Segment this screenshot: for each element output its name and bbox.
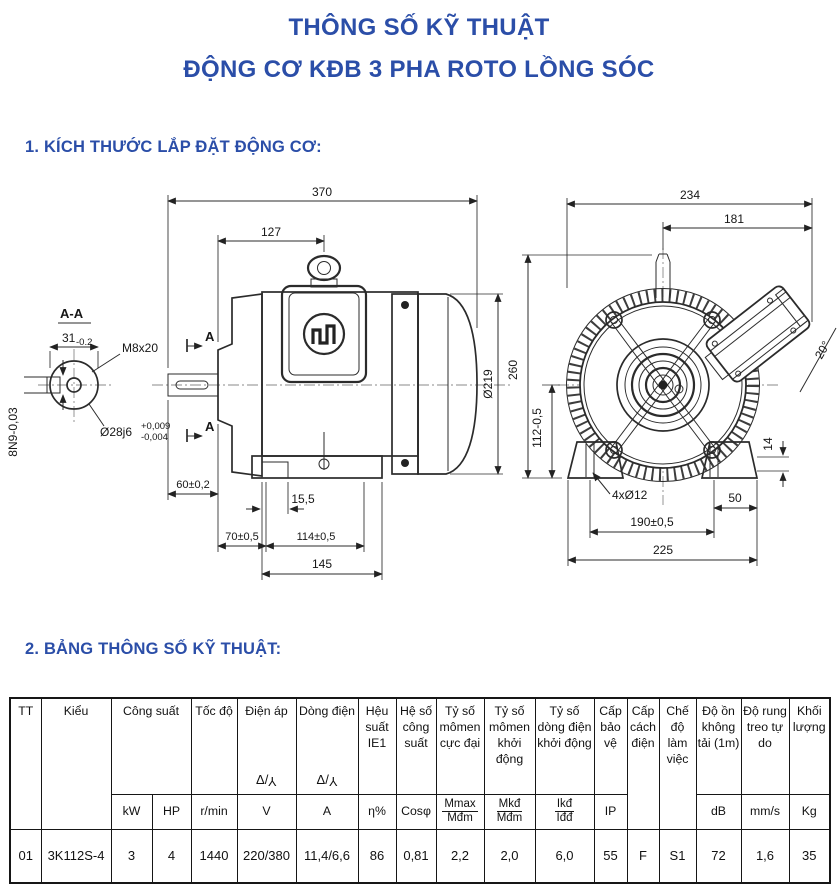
col-header-he-so-cong-suat: Hệ số công suất [395, 697, 437, 795]
dim-145: 145 [312, 557, 332, 571]
section-label: A-A [60, 306, 84, 321]
col-header-che-do-lam-viec: Chế độ làm việc [658, 697, 697, 830]
dim-70: 70±0,5 [225, 531, 259, 543]
delta-wye-symbol: Δ/Y [316, 772, 338, 789]
cell-noise: 72 [695, 829, 742, 884]
cell-ikd: 6,0 [534, 829, 595, 884]
unit-ip: IP [593, 794, 628, 830]
unit-kw: kW [110, 794, 153, 830]
cell-kw: 3 [110, 829, 153, 884]
dim-50: 50 [728, 491, 742, 505]
col-header-dong-dien: Dòng điện Δ/Y [295, 697, 359, 795]
dong-dien-label: Dòng điện [298, 704, 356, 718]
cell-mkd: 2,0 [483, 829, 536, 884]
col-header-khoi-luong: Khối lượng [788, 697, 831, 795]
unit-db: dB [695, 794, 742, 830]
col-header-tt: TT [9, 697, 42, 830]
dim-shaft-dia: Ø28j6 [100, 425, 132, 439]
dim-260: 260 [506, 360, 520, 380]
unit-eta: η% [357, 794, 397, 830]
dim-181: 181 [724, 212, 744, 226]
dim-keyway: 8N9-0,03 [6, 407, 20, 457]
dim-angle-20: 20° [812, 338, 833, 361]
dim-31-tol: -0.2 [76, 337, 92, 348]
cell-cos: 0,81 [395, 829, 437, 884]
col-header-toc-do: Tốc độ [190, 697, 238, 795]
unit-volt: V [236, 794, 297, 830]
dien-ap-label: Điện áp [245, 704, 288, 718]
dim-15-5: 15,5 [291, 492, 315, 506]
page-title: THÔNG SỐ KỸ THUẬT [288, 14, 550, 41]
col-header-cap-cach-dien: Cấp cách điện [626, 697, 660, 830]
section2-heading: 2. BẢNG THÔNG SỐ KỸ THUẬT: [25, 640, 282, 658]
unit-cos-phi: Cosφ [395, 794, 437, 830]
dim-31: 31 [62, 331, 76, 345]
terminal-box [704, 285, 811, 383]
col-header-cap-bao-ve: Cấp bảo vệ [593, 697, 628, 795]
lifting-eye-icon [306, 254, 342, 282]
cell-rpm: 1440 [190, 829, 238, 884]
unit-rpm: r/min [190, 794, 238, 830]
dim-shaft-tol-up: +0,009 [141, 421, 170, 432]
col-header-kieu: Kiểu [40, 697, 112, 830]
shaft-section-view: A-A 31 -0.2 8N9-0,03 M8x20 Ø28j6 +0,009 … [6, 306, 170, 457]
col-header-do-rung: Độ rung treo tự do [740, 697, 790, 795]
motor-front-view: 234 181 260 112-0,5 14 4xØ12 50 190±0,5 … [506, 188, 837, 566]
col-header-hieu-suat: Hệu suất IE1 [357, 697, 397, 795]
col-header-momen-khoi-dong: Tỷ số mômen khởi động [483, 697, 536, 795]
dim-14: 14 [761, 437, 775, 451]
dim-shaft-tol-dn: -0,004 [141, 432, 168, 443]
cell-ip: 55 [593, 829, 628, 884]
section-marker-a2: A [205, 419, 215, 434]
cell-tt: 01 [9, 829, 42, 884]
cell-mmax: 2,2 [435, 829, 485, 884]
dim-60: 60±0,2 [176, 479, 210, 491]
cell-volt: 220/380 [236, 829, 297, 884]
unit-mms: mm/s [740, 794, 790, 830]
dim-4xo12: 4xØ12 [612, 488, 648, 502]
dim-370: 370 [312, 185, 332, 199]
dim-234: 234 [680, 188, 700, 202]
dim-thread: M8x20 [122, 341, 158, 355]
installation-dimensions-drawing: A-A 31 -0.2 8N9-0,03 M8x20 Ø28j6 +0,009 … [6, 185, 837, 580]
dim-dia-219: Ø219 [481, 369, 495, 399]
cell-kieu: 3K112S-4 [40, 829, 112, 884]
cell-eta: 86 [357, 829, 397, 884]
dim-225: 225 [653, 543, 673, 557]
cell-hp: 4 [151, 829, 192, 884]
dim-190: 190±0,5 [630, 515, 674, 529]
col-header-momen-cuc-dai: Tỷ số mômen cực đại [435, 697, 485, 795]
motor-side-view: A A 370 127 Ø219 60±0,2 15,5 70±0,5 114±… [152, 185, 512, 580]
delta-wye-symbol: Δ/Y [256, 772, 277, 789]
dim-112: 112-0,5 [530, 408, 544, 448]
col-header-cong-suat: Công suất [110, 697, 192, 795]
col-header-dien-ap: Điện áp Δ/Y [236, 697, 297, 795]
table-row: 01 3K112S-4 3 4 1440 220/380 11,4/6,6 86… [9, 829, 831, 884]
section-marker-a1: A [205, 329, 215, 344]
unit-kg: Kg [788, 794, 831, 830]
dim-114: 114±0,5 [297, 531, 336, 543]
section1-heading: 1. KÍCH THƯỚC LẮP ĐẶT ĐỘNG CƠ: [25, 138, 322, 156]
spec-table: TT Kiểu Công suất Tốc độ Điện áp Δ/Y Dòn… [9, 697, 831, 884]
cell-duty: S1 [658, 829, 697, 884]
brand-logo-icon [302, 312, 346, 356]
page-subtitle: ĐỘNG CƠ KĐB 3 PHA ROTO LỒNG SÓC [183, 56, 655, 83]
unit-hp: HP [151, 794, 192, 830]
dim-127: 127 [261, 225, 281, 239]
brand-logo-glyph [311, 324, 336, 345]
cell-weight: 35 [788, 829, 831, 884]
cell-amp: 11,4/6,6 [295, 829, 359, 884]
col-header-do-on: Độ ồn không tải (1m) [695, 697, 742, 795]
unit-amp: A [295, 794, 359, 830]
cell-vibration: 1,6 [740, 829, 790, 884]
col-header-dong-dien-khoi-dong: Tỷ số dòng điện khởi động [534, 697, 595, 795]
cell-insulation: F [626, 829, 660, 884]
